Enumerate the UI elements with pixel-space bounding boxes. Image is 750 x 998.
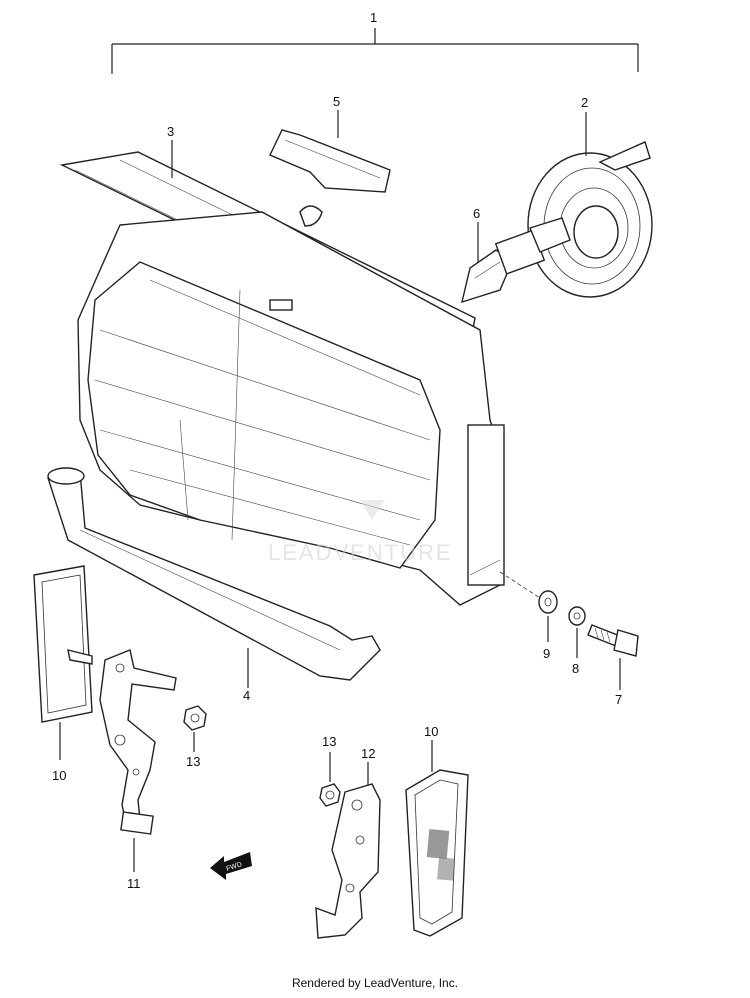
nut-right-part: [319, 783, 341, 807]
assembly-bracket: [111, 28, 639, 74]
bracket-right-part: [315, 783, 381, 939]
callout-5: 5: [333, 94, 340, 109]
reflector-right-part: [405, 769, 469, 937]
callout-8: 8: [572, 661, 579, 676]
reflector-left-part: [33, 565, 93, 723]
callout-9: 9: [543, 646, 550, 661]
headlight-housing-part: [77, 205, 505, 606]
callout-11: 11: [127, 876, 141, 891]
callout-6: 6: [473, 206, 480, 221]
callout-1: 1: [370, 10, 377, 25]
watermark: LEADVENTURE: [268, 500, 453, 565]
lower-trim-part: [47, 467, 381, 681]
socket-cover-part: [527, 141, 653, 298]
callout-12: 12: [361, 746, 375, 761]
bracket-left-part: [67, 649, 177, 835]
bulb-part: [461, 217, 571, 304]
render-credit: Rendered by LeadVenture, Inc.: [291, 976, 459, 990]
callout-7: 7: [615, 692, 622, 707]
callout-13-right: 13: [322, 734, 336, 749]
cap-plate-part: [269, 129, 391, 193]
bolt-part: [587, 624, 639, 657]
callout-10-left: 10: [52, 768, 66, 783]
washer-part: [538, 590, 558, 614]
nut-left-part: [183, 705, 207, 731]
fwd-arrow-icon: FWD: [210, 852, 252, 880]
callout-2: 2: [581, 95, 588, 110]
callout-3: 3: [167, 124, 174, 139]
lock-washer-part: [568, 606, 586, 626]
callout-10-right: 10: [424, 724, 438, 739]
callout-13-left: 13: [186, 754, 200, 769]
fwd-label: FWD: [226, 861, 243, 873]
svg-text:LEADVENTURE: LEADVENTURE: [268, 540, 453, 565]
callout-4: 4: [243, 688, 250, 703]
